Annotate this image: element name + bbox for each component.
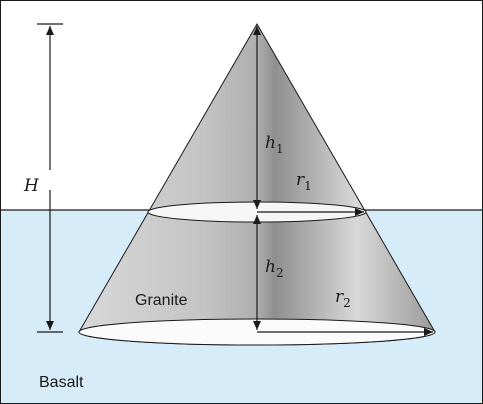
label-basalt: Basalt: [39, 374, 84, 391]
label-H: H: [23, 176, 40, 196]
label-r1: r1: [296, 170, 312, 193]
label-h2: h2: [265, 257, 284, 280]
label-r2: r2: [335, 287, 351, 310]
label-h1: h1: [265, 133, 284, 156]
label-granite: Granite: [135, 292, 188, 309]
